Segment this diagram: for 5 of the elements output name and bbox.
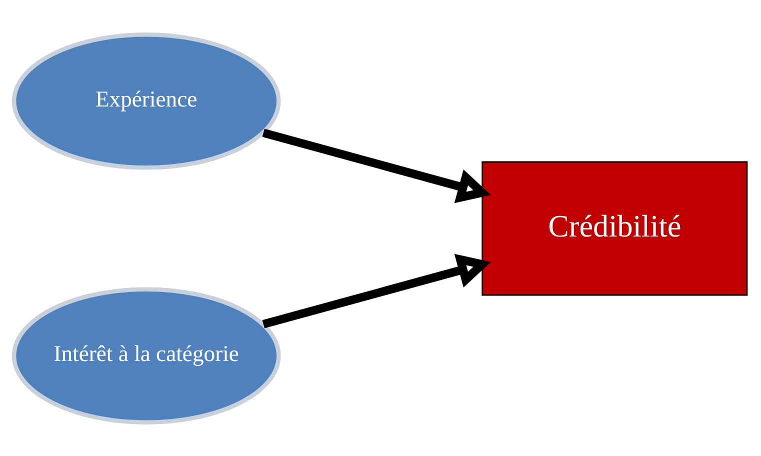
node-ellipse: Intérêt à la catégorie	[12, 286, 281, 424]
arrow	[262, 128, 491, 203]
arrow	[262, 253, 491, 328]
node-ellipse: Expérience	[12, 32, 281, 170]
node-box: Crédibilité	[482, 160, 748, 296]
